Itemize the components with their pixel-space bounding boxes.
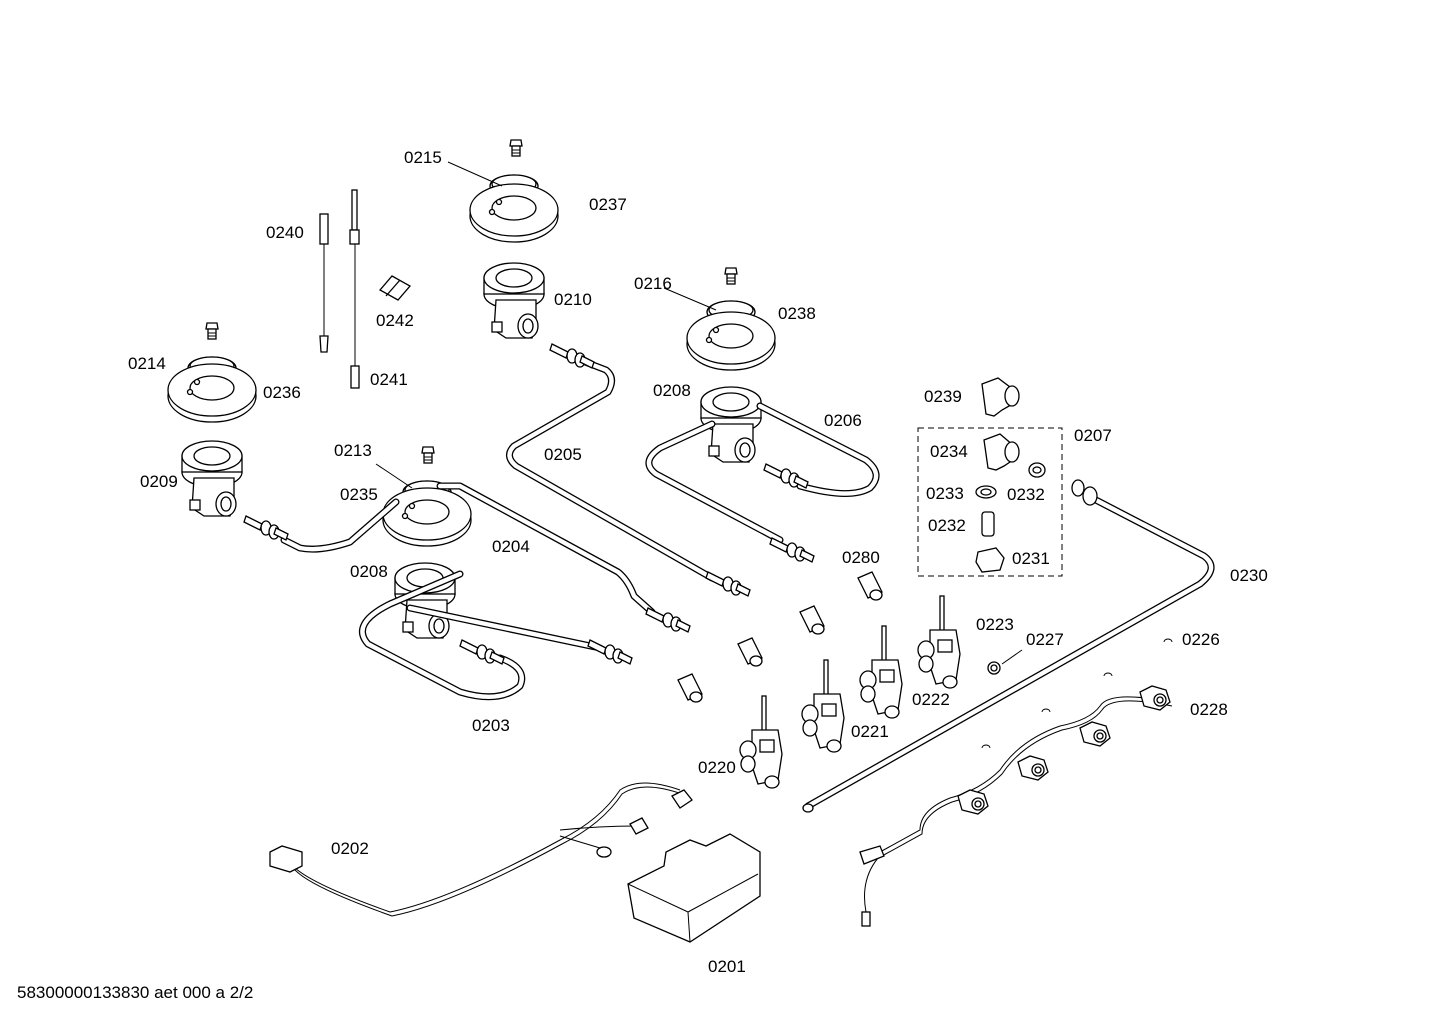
label-0234: 0234 bbox=[930, 442, 968, 461]
label-0207: 0207 bbox=[1074, 426, 1112, 445]
label-0204: 0204 bbox=[492, 537, 530, 556]
label-0221: 0221 bbox=[851, 722, 889, 741]
label-0201: 0201 bbox=[708, 957, 746, 976]
label-0220: 0220 bbox=[698, 758, 736, 777]
ignition-harness bbox=[859, 638, 1173, 927]
label-0236: 0236 bbox=[263, 383, 301, 402]
part-labels: 0215 0237 0240 0210 0216 0238 0242 0214 … bbox=[128, 148, 1268, 976]
label-0209: 0209 bbox=[140, 472, 178, 491]
label-0222: 0222 bbox=[912, 690, 950, 709]
label-0241: 0241 bbox=[370, 370, 408, 389]
burner-left-assembly bbox=[167, 322, 257, 517]
label-0214: 0214 bbox=[128, 354, 166, 373]
connector-kit bbox=[917, 377, 1063, 577]
label-0280: 0280 bbox=[842, 548, 880, 567]
label-0210: 0210 bbox=[554, 290, 592, 309]
label-0233: 0233 bbox=[926, 484, 964, 503]
label-0202: 0202 bbox=[331, 839, 369, 858]
document-reference: 58300000133830 aet 000 a 2/2 bbox=[17, 983, 253, 1002]
label-0206: 0206 bbox=[824, 411, 862, 430]
label-0203: 0203 bbox=[472, 716, 510, 735]
label-0232-right: 0232 bbox=[1007, 485, 1045, 504]
label-0226: 0226 bbox=[1182, 630, 1220, 649]
label-0208-centre: 0208 bbox=[350, 562, 388, 581]
label-0239: 0239 bbox=[924, 387, 962, 406]
label-0213: 0213 bbox=[334, 441, 372, 460]
label-0238: 0238 bbox=[778, 304, 816, 323]
label-0240: 0240 bbox=[266, 223, 304, 242]
label-0205: 0205 bbox=[544, 445, 582, 464]
ignition-module bbox=[269, 782, 761, 943]
burner-top-assembly bbox=[469, 139, 559, 339]
label-0223: 0223 bbox=[976, 615, 1014, 634]
label-0230: 0230 bbox=[1230, 566, 1268, 585]
label-0242: 0242 bbox=[376, 311, 414, 330]
label-0237: 0237 bbox=[589, 195, 627, 214]
label-0235: 0235 bbox=[340, 485, 378, 504]
label-0227: 0227 bbox=[1026, 630, 1064, 649]
label-0215: 0215 bbox=[404, 148, 442, 167]
gas-pipes bbox=[280, 356, 1215, 813]
leader-lines bbox=[375, 161, 1023, 665]
label-0208-right: 0208 bbox=[653, 381, 691, 400]
thermocouple-probes bbox=[319, 189, 412, 389]
injectors bbox=[677, 571, 883, 703]
label-0231: 0231 bbox=[1012, 549, 1050, 568]
label-0228: 0228 bbox=[1190, 700, 1228, 719]
gas-valves bbox=[739, 595, 1001, 789]
label-0216: 0216 bbox=[634, 274, 672, 293]
label-0232-left: 0232 bbox=[928, 516, 966, 535]
pipe-fittings bbox=[243, 343, 1098, 665]
